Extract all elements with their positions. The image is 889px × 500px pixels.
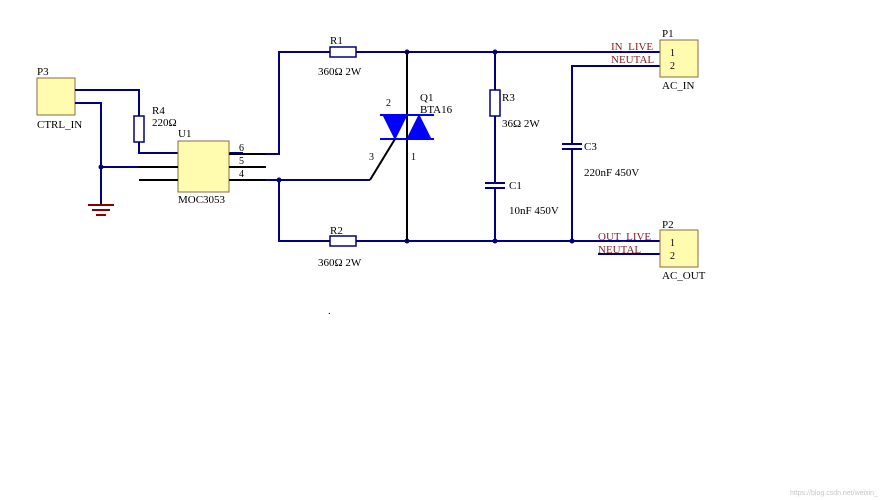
u1-pin4-number: 4 <box>239 169 244 180</box>
r3-resistor-icon <box>489 89 501 117</box>
q1-pin3-number: 3 <box>369 152 374 163</box>
wire-u1-pin4-to-r2 <box>278 180 330 242</box>
r2-ref-label: R2 <box>330 225 343 237</box>
r1-resistor-icon <box>329 46 357 58</box>
r3-value-label: 36Ω 2W <box>502 118 540 130</box>
wire-p3-to-ground <box>75 102 102 205</box>
u1-part-label: MOC3053 <box>178 194 226 206</box>
net-label-in-neutral: NEUTAL <box>611 54 654 66</box>
p2-connector-body <box>659 229 699 268</box>
ground-icon <box>88 204 114 216</box>
r2-resistor-icon <box>329 235 357 247</box>
wire-neutral-to-c3 <box>571 65 660 144</box>
p1-ref-label: P1 <box>662 28 674 40</box>
r4-resistor-icon <box>133 115 145 143</box>
watermark-text: https://blog.csdn.net/weixin_ <box>790 490 878 497</box>
junction-dot <box>276 177 282 183</box>
q1-pin1-number: 1 <box>411 152 416 163</box>
p3-name-label: CTRL_IN <box>37 119 82 131</box>
r2-value-label: 360Ω 2W <box>318 257 362 269</box>
p3-connector-body <box>36 77 76 116</box>
p2-pin2-number: 2 <box>670 251 675 262</box>
r3-ref-label: R3 <box>502 92 515 104</box>
p2-name-label: AC_OUT <box>662 270 706 282</box>
c3-value-label: 220nF 450V <box>584 167 639 179</box>
r1-value-label: 360Ω 2W <box>318 66 362 78</box>
triac-icon <box>380 113 434 141</box>
q1-pin2-number: 2 <box>386 98 391 109</box>
net-label-out-live: OUT_LIVE <box>598 231 651 243</box>
r1-ref-label: R1 <box>330 35 343 47</box>
junction-dot <box>98 164 104 170</box>
u1-pin6-number: 6 <box>239 143 244 154</box>
q1-part-label: BTA16 <box>420 104 453 116</box>
p1-pin2-number: 2 <box>670 61 675 72</box>
q1-ref-label: Q1 <box>420 92 433 104</box>
p1-pin1-number: 1 <box>670 48 675 59</box>
p2-ref-label: P2 <box>662 219 674 231</box>
p1-name-label: AC_IN <box>662 80 694 92</box>
c1-value-label: 10nF 450V <box>509 205 559 217</box>
stray-dot: . <box>328 305 331 317</box>
net-label-in-live: IN_LIVE <box>611 41 653 53</box>
r4-ref-label: R4 <box>152 105 165 117</box>
u1-ref-label: U1 <box>178 128 191 140</box>
wire-u1-pin6-to-r1 <box>266 51 330 155</box>
p3-ref-label: P3 <box>37 66 49 78</box>
p1-connector-body <box>659 39 699 78</box>
net-label-out-neutral: NEUTAL <box>598 244 641 256</box>
r4-value-label: 220Ω <box>152 117 177 129</box>
u1-pin5-number: 5 <box>239 156 244 167</box>
c1-ref-label: C1 <box>509 180 522 192</box>
u1-opto-body <box>177 140 230 193</box>
q1-gate-lead <box>369 138 396 181</box>
c3-ref-label: C3 <box>584 141 597 153</box>
p2-pin1-number: 1 <box>670 238 675 249</box>
